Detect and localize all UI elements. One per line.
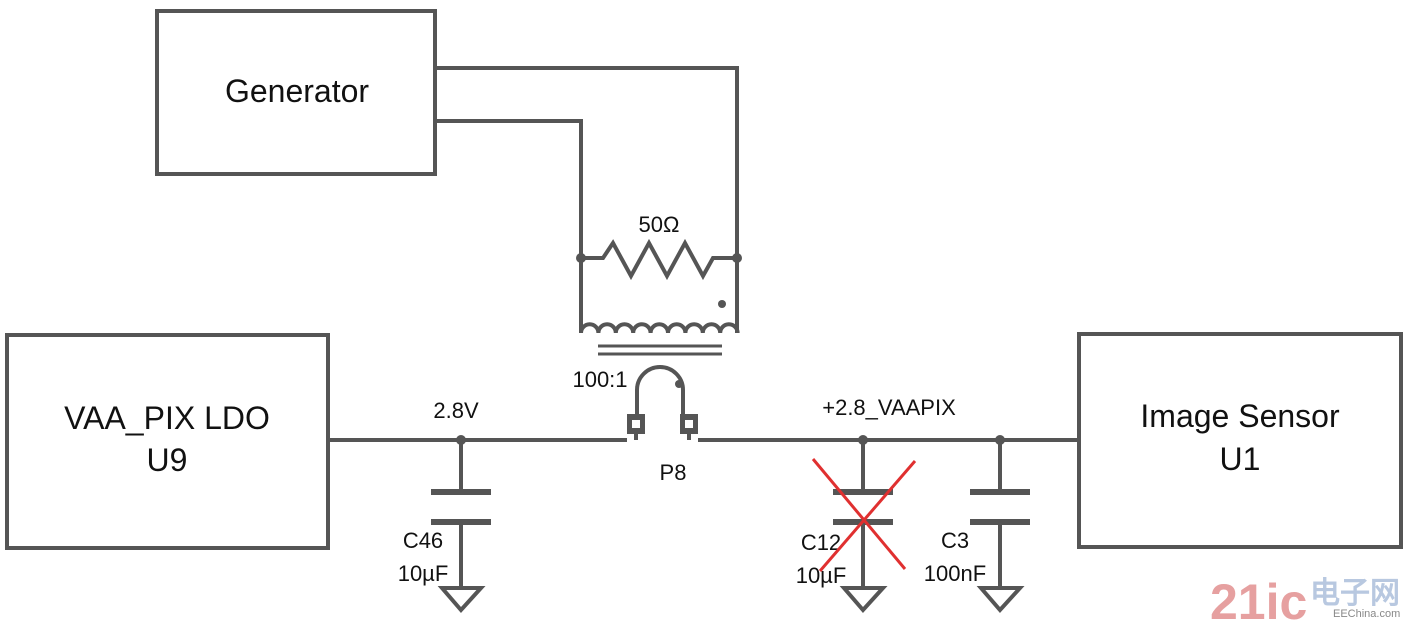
ldo-label-line1: VAA_PIX LDO [64,400,270,436]
resistor-50-ohm [581,238,737,281]
header-pin-1-hole [632,420,640,428]
generator-label: Generator [225,73,369,109]
watermark-text-domain: EEChina.com [1333,608,1400,620]
c3-ref-label: C3 [941,528,969,553]
c12-ground-icon [839,586,888,614]
c12-removed-cross-icon [811,458,917,572]
c12-ref-label: C12 [801,530,841,555]
ldo-label-line2: U9 [147,442,188,478]
header-label: P8 [660,460,687,485]
c3-ground-icon [976,586,1025,614]
sensor-label-line1: Image Sensor [1140,398,1340,434]
c46-ground-icon [437,586,486,614]
secondary-polarity-dot [675,380,683,388]
c46-ref-label: C46 [403,528,443,553]
net-left-label: 2.8V [433,398,479,423]
net-right-label: +2.8_VAAPIX [822,395,956,420]
watermark-logo: 21ic 电子网 EEChina.com [1210,574,1400,626]
generator-lead-top [435,66,739,258]
watermark-text-cn: 电子网 [1310,577,1400,610]
c3-value-label: 100nF [924,561,986,586]
transformer-secondary-loop [635,365,685,420]
generator-block [155,9,437,176]
capacitor-c46 [431,435,491,614]
c12-value-label: 10µF [796,563,847,588]
sensor-label-line2: U1 [1220,441,1261,477]
header-pin-2-hole [685,420,693,428]
resistor-label: 50Ω [639,212,680,237]
transformer-primary-coil [579,322,740,334]
capacitor-c3 [970,435,1030,614]
image-sensor-block [1077,332,1403,549]
transformer-ratio-label: 100:1 [572,367,627,392]
cross-stroke-2 [818,460,917,572]
c46-value-label: 10µF [398,561,449,586]
capacitor-c12 [833,435,893,614]
primary-polarity-dot [718,300,726,308]
watermark-text-21ic: 21ic [1210,574,1307,626]
cross-stroke-1 [811,458,907,570]
ldo-block [5,333,330,550]
generator-lead-bottom [435,119,583,258]
